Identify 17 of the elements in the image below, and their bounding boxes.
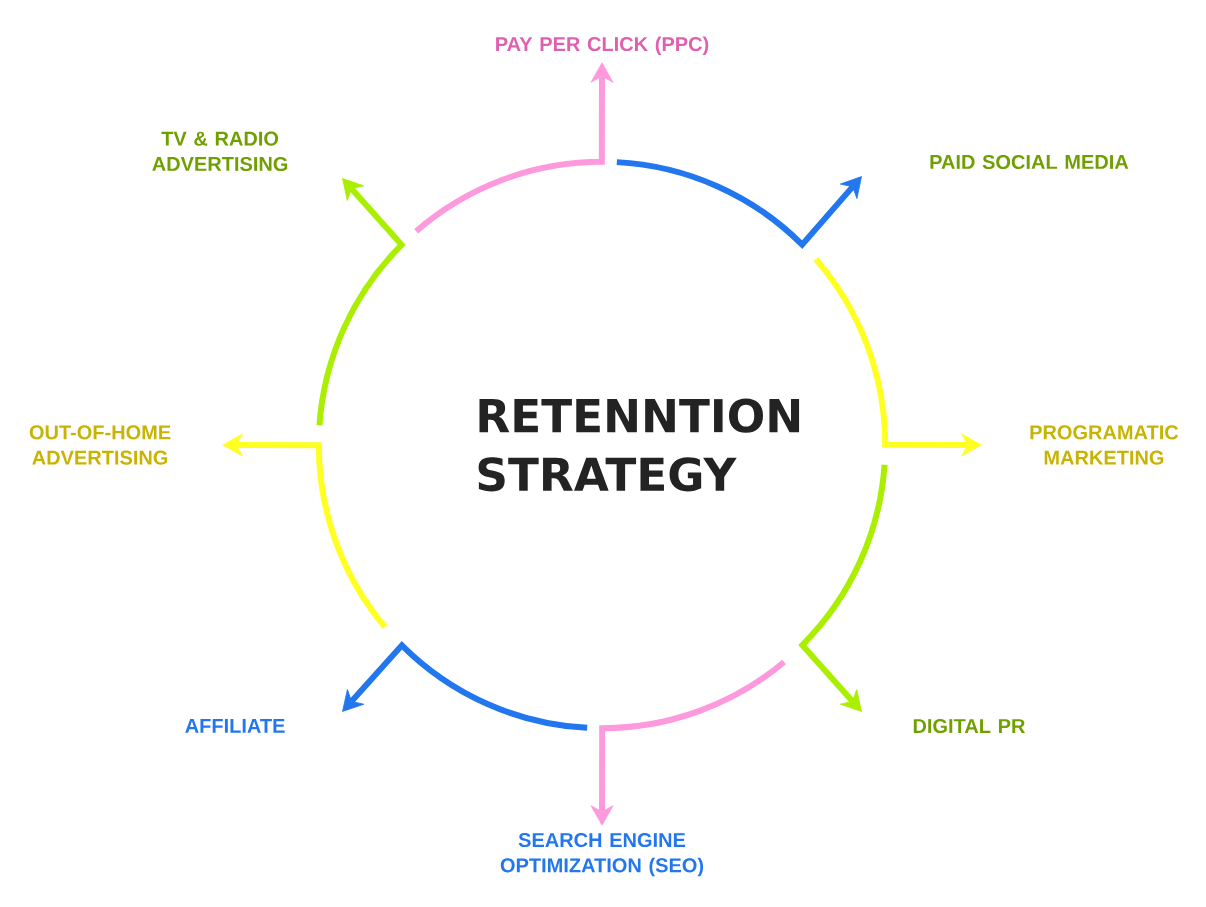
arrow	[590, 659, 786, 826]
center-title: RETENNTION STRATEGY	[478, 398, 800, 492]
arrow	[342, 642, 588, 731]
arrow	[316, 178, 405, 426]
channel-label: PROGRAMATIC MARKETING	[1030, 425, 1179, 465]
arrow	[813, 257, 982, 457]
channel-label: AFFILIATE	[185, 718, 285, 733]
arrow	[616, 159, 862, 248]
arrow	[414, 62, 614, 234]
arrow	[799, 464, 888, 712]
arrow	[222, 433, 388, 629]
channel-label: DIGITAL PR	[913, 718, 1025, 734]
channel-label: TV & RADIO ADVERTISING	[152, 131, 288, 172]
channel-label: SEARCH ENGINE OPTIMIZATION (SEO)	[500, 832, 704, 877]
channel-label: OUT-OF-HOME ADVERTISING	[29, 425, 171, 465]
channel-label: PAID SOCIAL MEDIA	[930, 154, 1129, 170]
channel-label: PAY PER CLICK (PPC)	[496, 36, 709, 56]
